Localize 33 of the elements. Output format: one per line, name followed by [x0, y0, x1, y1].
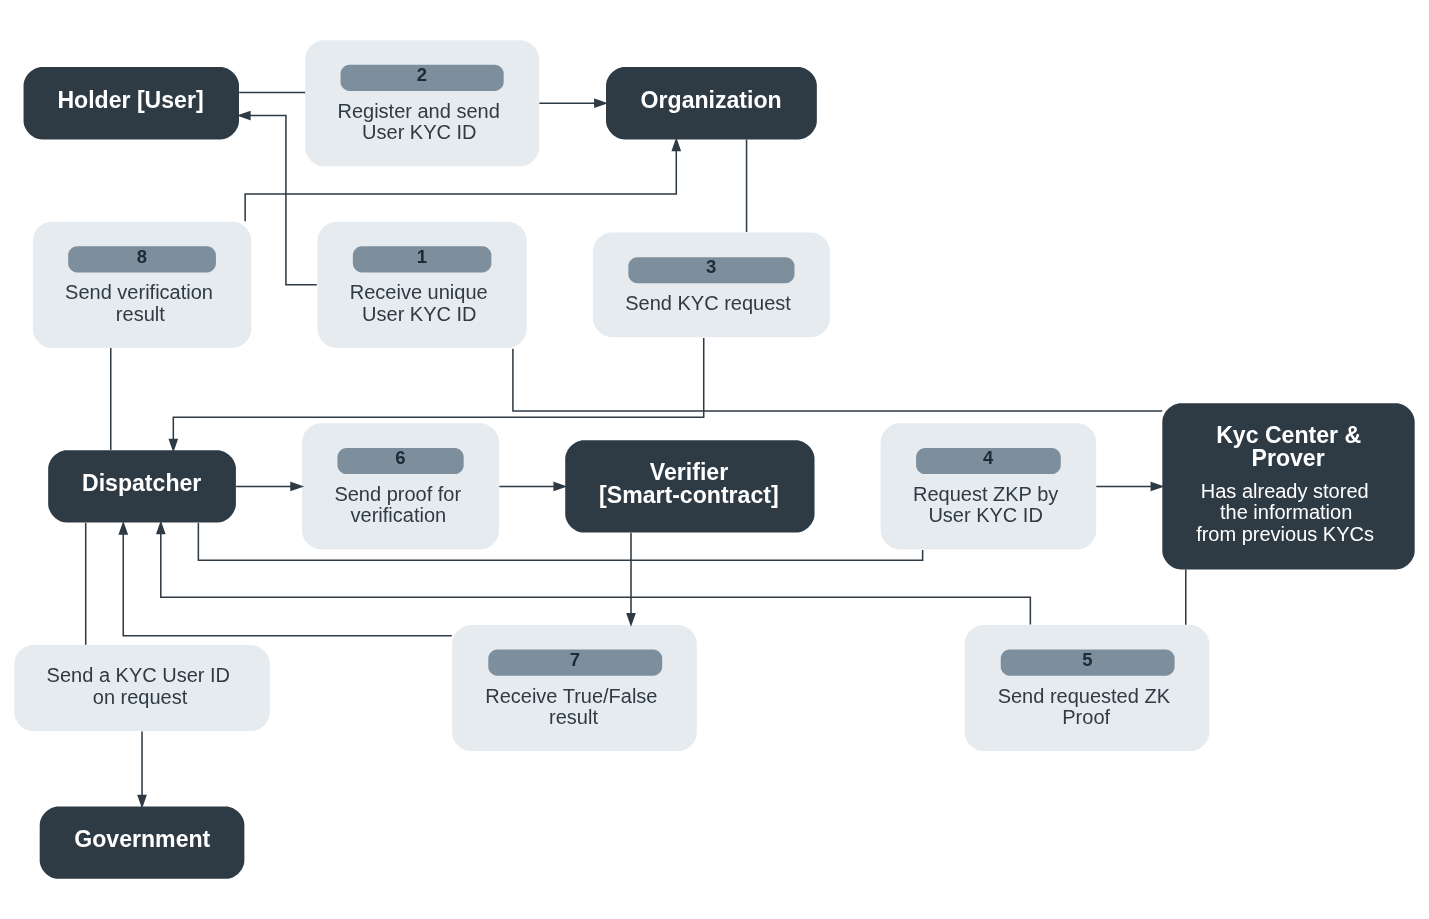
node-box: Organization — [606, 67, 817, 140]
node-box: Kyc Center & Prover Has already stored the information from previous KYCs — [1162, 403, 1415, 570]
node-box: 8 Send verification result — [32, 221, 252, 348]
arrow — [168, 337, 705, 453]
connector — [745, 138, 748, 233]
node-box: 3 Send KYC request — [592, 232, 830, 338]
node-box: 7 Receive True/False result — [452, 624, 697, 752]
connector — [512, 347, 1163, 412]
node-box: 6 Send proof for verification — [302, 423, 500, 550]
node-box: 4 Request ZKP by User KYC ID — [880, 423, 1097, 550]
node-box: Holder [User] — [23, 67, 239, 140]
arrow — [626, 531, 636, 627]
node-box: Dispatcher — [48, 450, 236, 523]
arrow — [235, 481, 305, 492]
connector — [1185, 568, 1187, 626]
node-box: Send a KYC User ID on request — [14, 644, 270, 732]
arrow — [137, 730, 147, 809]
arrow — [118, 521, 453, 637]
arrow — [236, 110, 318, 286]
connector — [84, 522, 87, 646]
node-box: 5 Send requested ZK Proof — [964, 624, 1210, 752]
arrow — [155, 520, 1032, 626]
node-box: 1 Receive unique User KYC ID — [317, 221, 527, 348]
connector — [110, 347, 112, 451]
arrow — [498, 481, 568, 492]
arrow — [538, 98, 608, 109]
node-box: Verifier [Smart-contract] — [565, 440, 815, 533]
arrow — [1095, 481, 1165, 492]
connector — [238, 91, 306, 94]
connector — [197, 522, 924, 562]
node-box: 2 Register and send User KYC ID — [305, 40, 540, 167]
arrow — [244, 137, 682, 223]
node-box: Government — [39, 806, 245, 879]
